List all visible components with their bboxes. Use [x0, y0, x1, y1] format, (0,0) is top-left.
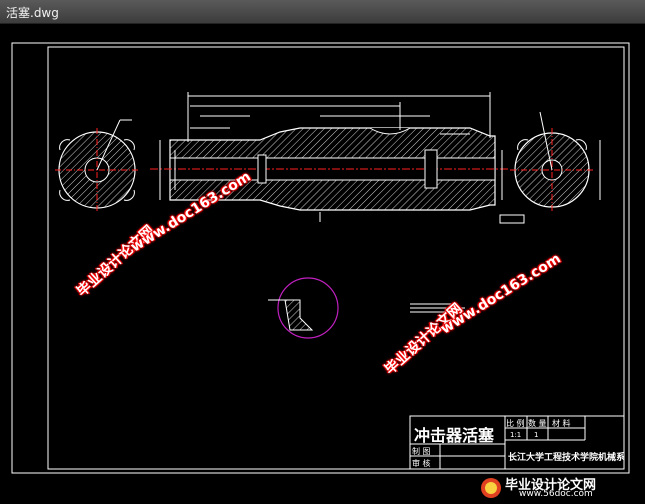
- quantity-header: 数 量: [528, 419, 547, 428]
- drawing-inner-frame: [47, 46, 625, 470]
- drawing-outer-frame: [11, 42, 630, 474]
- footer-url: www.56doc.com: [519, 489, 593, 499]
- technical-notes: [410, 303, 465, 313]
- scale-value: 1:1: [510, 431, 522, 439]
- drawing-canvas[interactable]: 冲击器活塞 比 例 数 量 材 料 1:1 1 制 图 审 核 长江大学工程技术…: [0, 24, 645, 504]
- material-header: 材 料: [552, 419, 571, 428]
- window-title: 活塞.dwg: [6, 6, 59, 20]
- drafter-label: 制 图: [412, 447, 431, 456]
- quantity-value: 1: [534, 431, 539, 439]
- piston-section-view: [150, 92, 525, 224]
- cad-drawing: [11, 42, 630, 474]
- scale-header: 比 例: [506, 419, 525, 428]
- school-name: 长江大学工程技术学院机械系: [508, 453, 626, 463]
- footer-brand: 毕业设计论文网: [505, 478, 597, 493]
- site-logo: 毕业设计论文网 www.56doc.com: [479, 476, 639, 500]
- detail-view: [268, 277, 339, 339]
- reviewer-label: 审 核: [412, 459, 431, 468]
- left-end-view: [55, 119, 140, 212]
- right-end-view: [510, 111, 601, 212]
- title-block-frame: [409, 415, 625, 470]
- window-titlebar: 活塞.dwg: [0, 0, 645, 24]
- part-name: 冲击器活塞: [414, 426, 495, 445]
